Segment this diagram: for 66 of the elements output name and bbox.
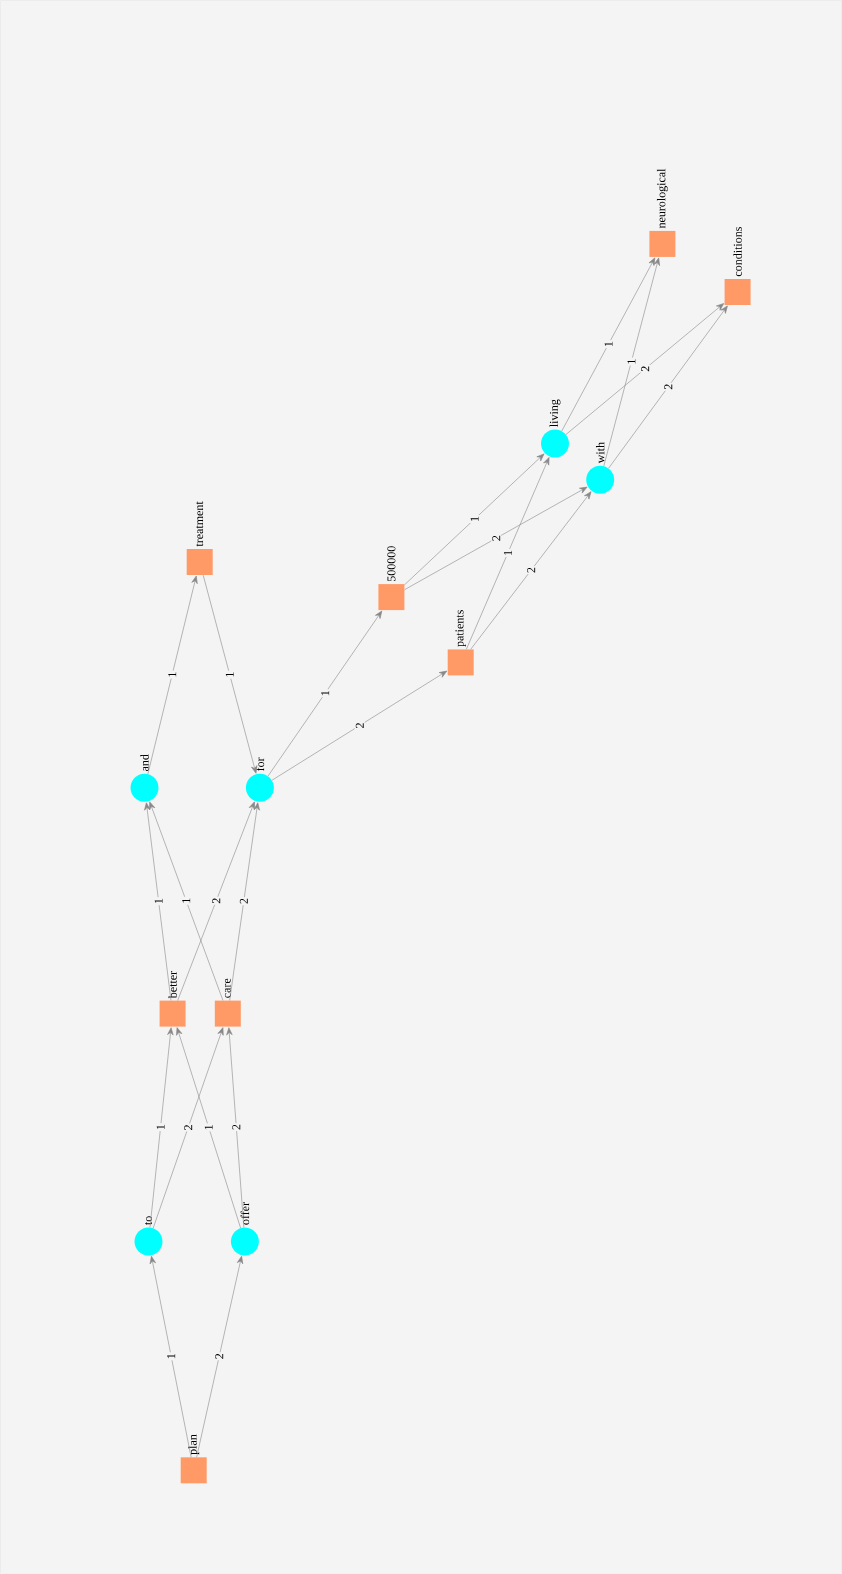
edge-label: 2 xyxy=(491,534,502,543)
edge-label: 1 xyxy=(166,1352,177,1361)
edge-label: 1 xyxy=(502,548,513,557)
edge-label: 1 xyxy=(153,897,164,906)
word-square: patients xyxy=(447,610,474,676)
word-square: care xyxy=(214,978,241,1027)
edge-label: 1 xyxy=(320,689,331,698)
edge-label: 2 xyxy=(238,897,249,906)
arrow xyxy=(147,575,198,775)
arrow xyxy=(565,303,725,435)
arrow xyxy=(271,670,448,781)
arrow xyxy=(176,1027,241,1229)
arrow xyxy=(404,486,588,590)
node-label: to xyxy=(145,1216,152,1225)
node-label: better xyxy=(168,970,177,999)
word-square: better xyxy=(159,971,186,1027)
arrow xyxy=(267,610,383,777)
word-square: 500000 xyxy=(378,546,405,611)
arrow xyxy=(144,802,172,1001)
edge-label: 2 xyxy=(640,364,651,373)
edge-label: 2 xyxy=(354,721,365,730)
arrow xyxy=(149,1027,174,1228)
arrow xyxy=(470,491,592,650)
arrow xyxy=(149,1255,192,1458)
arrow xyxy=(466,457,550,650)
edge-label: 2 xyxy=(231,1123,242,1132)
node-label: patients xyxy=(455,610,466,647)
word-square: plan xyxy=(180,1434,207,1484)
edge-label: 1 xyxy=(603,340,614,349)
word-square: conditions xyxy=(724,227,751,305)
arrow xyxy=(149,801,224,1001)
arrow xyxy=(226,1027,245,1228)
node-label: for xyxy=(255,757,265,772)
edge-label: 2 xyxy=(214,1352,225,1361)
arrow xyxy=(229,802,260,1001)
edge-label: 2 xyxy=(211,896,222,905)
node-label: living xyxy=(549,399,561,427)
edge-label: 2 xyxy=(526,566,537,575)
arrow xyxy=(603,257,660,467)
node-label: neurological xyxy=(656,168,668,229)
edge-label: 1 xyxy=(155,1123,166,1132)
word-square: treatment xyxy=(186,501,213,575)
edge-label: 2 xyxy=(183,1123,194,1132)
node-label: care xyxy=(224,978,231,998)
edge-label: 1 xyxy=(181,896,192,905)
edge-label: 1 xyxy=(469,515,480,524)
node-label: 500000 xyxy=(387,546,396,582)
node-label: treatment xyxy=(196,501,204,547)
arrow xyxy=(152,1027,224,1229)
edge-label: 1 xyxy=(224,670,235,679)
arrow xyxy=(202,574,258,774)
node-label: and xyxy=(140,754,149,771)
edge-label: 1 xyxy=(626,357,637,366)
arrow xyxy=(608,305,728,469)
arrow xyxy=(561,257,656,432)
node-label: offer xyxy=(240,1202,250,1225)
edge-label: 1 xyxy=(203,1123,214,1132)
node-label: plan xyxy=(188,1434,200,1455)
word-square: neurological xyxy=(649,168,676,257)
edge-label: 2 xyxy=(663,382,674,391)
edge-label: 1 xyxy=(167,670,178,679)
arrow xyxy=(177,801,255,1001)
arrow xyxy=(404,453,545,586)
arrow xyxy=(196,1255,244,1458)
node-label: conditions xyxy=(733,227,742,277)
node-label: with xyxy=(595,442,605,464)
